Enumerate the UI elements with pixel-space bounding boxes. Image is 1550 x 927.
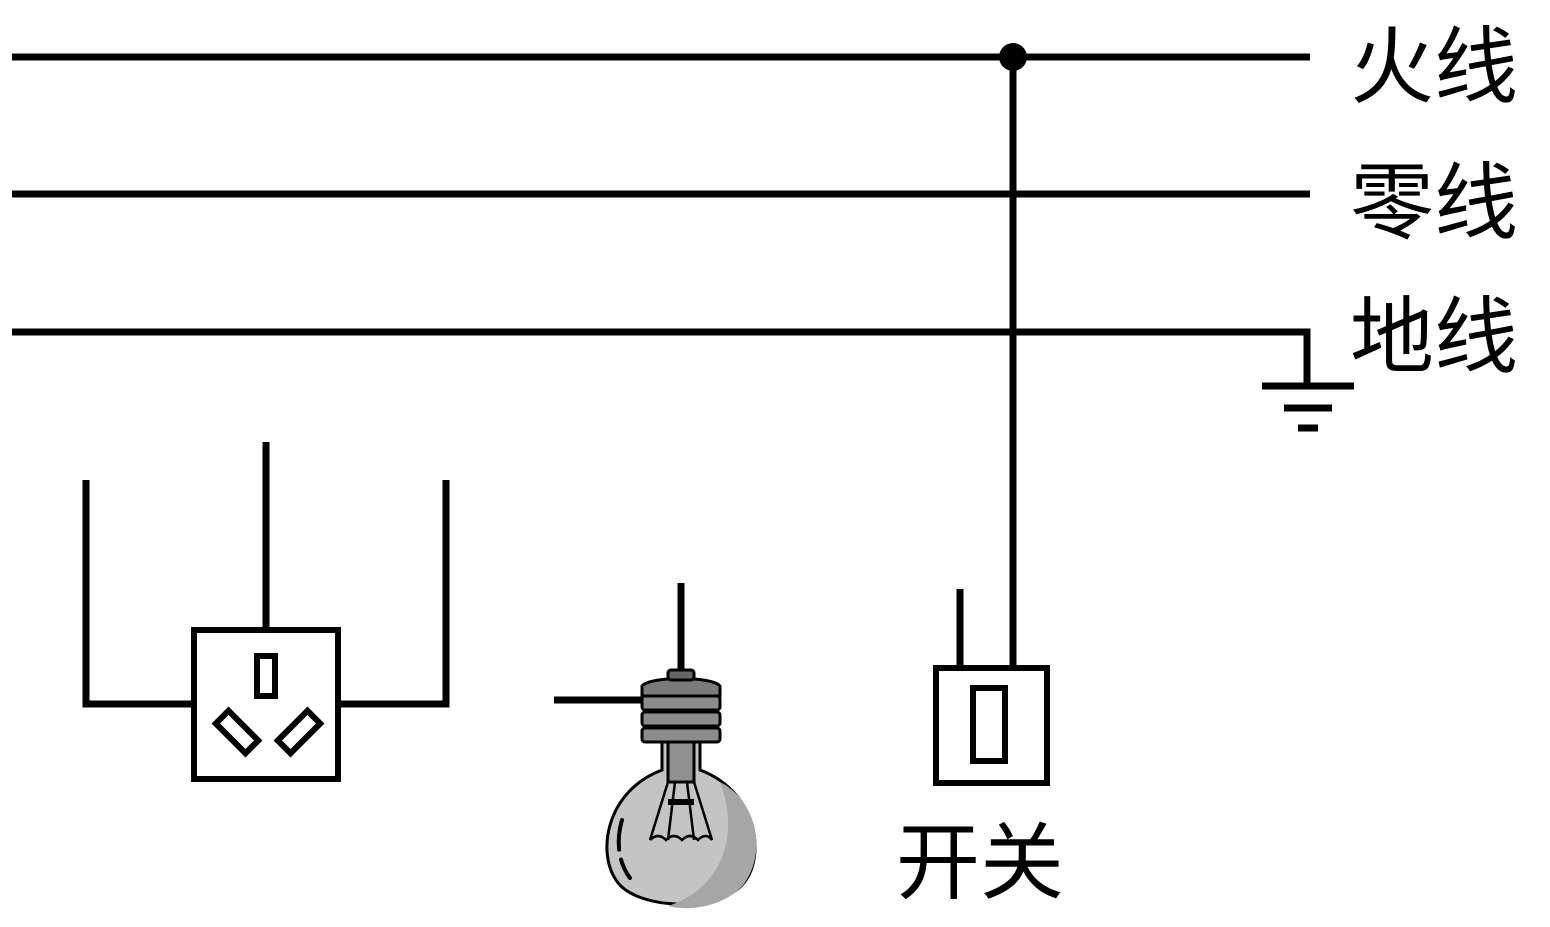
- bulb-stem: [666, 738, 696, 784]
- socket-top-hole: [254, 653, 278, 699]
- socket-body: [191, 627, 341, 782]
- ground-wire-label: 地线: [1350, 288, 1518, 386]
- light-bulb-icon: [554, 583, 757, 909]
- socket-left-lead: [82, 480, 194, 708]
- socket-right-lead: [338, 480, 450, 708]
- live-wire-label: 火线: [1350, 18, 1518, 116]
- switch-icon: [933, 589, 1050, 786]
- ground-wire: [12, 328, 1311, 386]
- bulb-filament: [648, 781, 714, 841]
- switch-label: 开关: [896, 814, 1064, 912]
- switch-toggle: [970, 685, 1008, 764]
- ground-symbol-icon: [1262, 382, 1354, 432]
- socket-left-hole: [211, 706, 263, 758]
- bulb-highlight: [616, 818, 632, 880]
- neutral-wire-label: 零线: [1350, 154, 1518, 252]
- socket-right-hole: [273, 706, 325, 758]
- three-hole-socket-icon: [82, 442, 450, 782]
- bulb-shade: [668, 782, 757, 909]
